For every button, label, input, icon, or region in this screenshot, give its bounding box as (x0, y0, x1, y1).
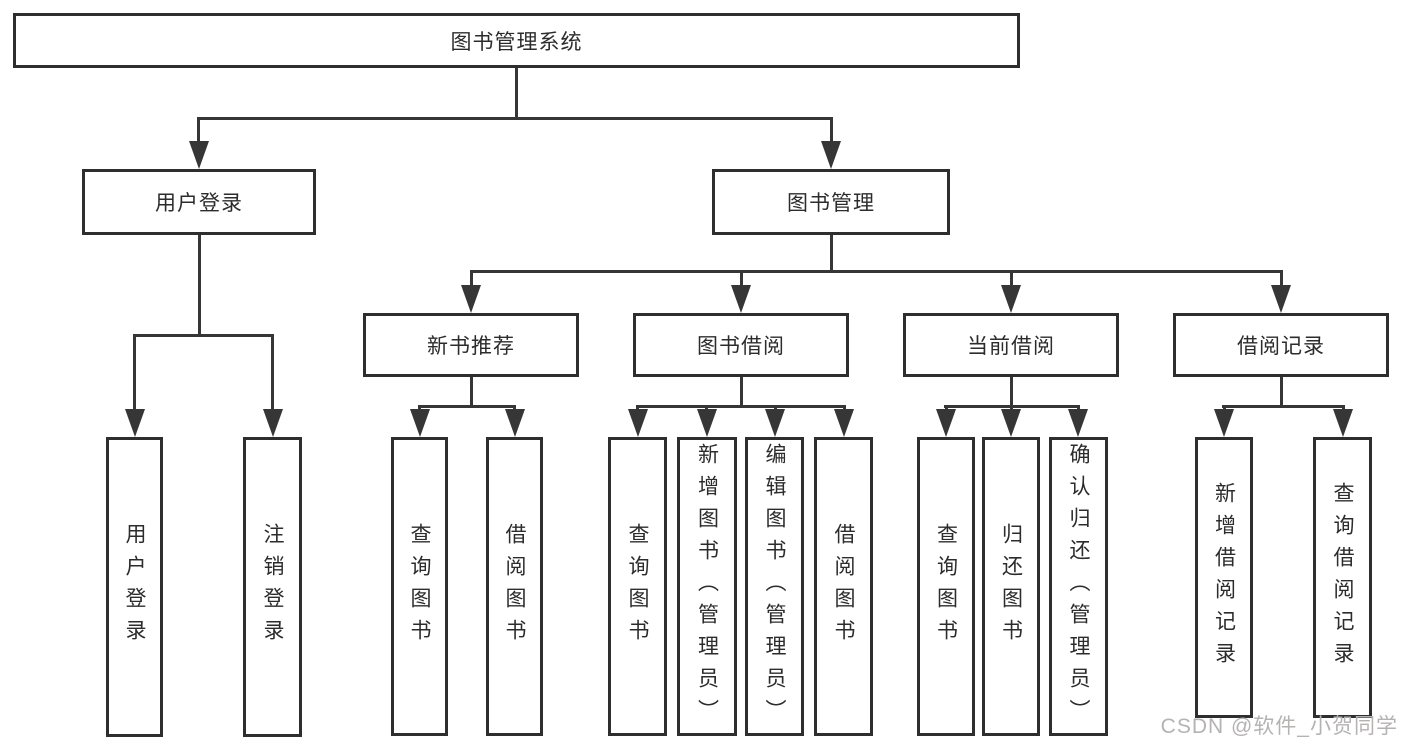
connector-hline (636, 405, 846, 408)
leaf-label: 查询图书 (934, 522, 958, 651)
arrow-down-icon (936, 409, 956, 437)
leaf-label: 借阅图书 (832, 522, 855, 651)
leaf-label: 用户登录 (123, 523, 146, 651)
arrow-down-icon (1271, 285, 1291, 313)
arrow-down-icon (628, 409, 648, 437)
arrow-down-icon (1333, 409, 1353, 437)
leaf-label: 确认归还（管理员） (1067, 442, 1090, 731)
connector-hline (133, 334, 274, 337)
leaf-label: 编辑图书（管理员） (763, 442, 786, 731)
connector-vline (133, 334, 136, 411)
connector-vline (1280, 270, 1283, 287)
connector-hline (470, 270, 1282, 273)
leaf-borrow-books: 借阅图书 (814, 437, 873, 736)
leaf-confirm-return-admin: 确认归还（管理员） (1049, 437, 1108, 736)
node-user-login: 用户登录 (82, 169, 316, 235)
leaf-borrow-books-recommend: 借阅图书 (486, 437, 543, 736)
node-new-book-recommend: 新书推荐 (363, 313, 579, 377)
node-label: 借阅记录 (1237, 335, 1325, 358)
connector-vline (1010, 270, 1013, 287)
arrow-down-icon (263, 409, 283, 437)
arrow-down-icon (1001, 285, 1021, 313)
node-current-borrowing: 当前借阅 (903, 313, 1119, 377)
connector-vline (1280, 377, 1283, 408)
arrow-down-icon (821, 141, 841, 169)
leaf-label: 归还图书 (999, 522, 1023, 651)
connector-vline (1010, 377, 1013, 408)
arrow-down-icon (505, 409, 525, 437)
arrow-down-icon (1068, 409, 1088, 437)
node-book-borrowing: 图书借阅 (633, 313, 849, 377)
leaf-add-books-admin: 新增图书（管理员） (677, 437, 737, 736)
connector-vline (271, 334, 274, 411)
node-label: 图书管理 (787, 192, 875, 215)
leaf-query-borrow-record: 查询借阅记录 (1313, 437, 1372, 718)
arrow-down-icon (697, 409, 717, 437)
leaf-label: 借阅图书 (503, 522, 526, 651)
node-book-management: 图书管理 (712, 169, 950, 235)
connector-hline (418, 405, 516, 408)
leaf-query-books-recommend: 查询图书 (391, 437, 448, 736)
leaf-label: 查询借阅记录 (1331, 481, 1354, 674)
connector-hline (1222, 405, 1344, 408)
leaf-label: 新增借阅记录 (1212, 481, 1236, 674)
arrow-down-icon (1001, 409, 1021, 437)
node-label: 图书管理系统 (450, 30, 583, 54)
leaf-user-login: 用户登录 (106, 437, 163, 737)
leaf-query-books-current: 查询图书 (917, 437, 975, 736)
leaf-label: 注销登录 (261, 523, 284, 651)
node-label: 新书推荐 (427, 335, 515, 358)
arrow-down-icon (125, 409, 145, 437)
arrow-down-icon (1214, 409, 1234, 437)
connector-vline (470, 270, 473, 287)
connector-vline (740, 377, 743, 408)
node-borrowing-records: 借阅记录 (1173, 313, 1389, 377)
arrow-down-icon (189, 141, 209, 169)
arrow-down-icon (834, 409, 854, 437)
arrow-down-icon (461, 285, 481, 313)
connector-vline (830, 235, 833, 273)
connector-hline (197, 117, 832, 120)
arrow-down-icon (731, 285, 751, 313)
connector-vline (740, 270, 743, 287)
node-label: 当前借阅 (967, 335, 1055, 358)
leaf-label: 查询图书 (626, 522, 649, 651)
leaf-label: 查询图书 (408, 522, 431, 651)
leaf-add-borrow-record: 新增借阅记录 (1195, 437, 1253, 718)
connector-vline (515, 68, 518, 119)
leaf-query-books-borrow: 查询图书 (608, 437, 667, 736)
node-label: 图书借阅 (697, 335, 785, 358)
node-book-management-system: 图书管理系统 (13, 13, 1020, 68)
connector-vline (470, 377, 473, 408)
connector-vline (197, 117, 200, 143)
connector-vline (830, 117, 833, 143)
leaf-logout: 注销登录 (243, 437, 302, 737)
node-label: 用户登录 (155, 192, 243, 215)
arrow-down-icon (410, 409, 430, 437)
leaf-edit-books-admin: 编辑图书（管理员） (745, 437, 804, 736)
arrow-down-icon (765, 409, 785, 437)
connector-vline (198, 235, 201, 337)
leaf-label: 新增图书（管理员） (695, 442, 719, 731)
csdn-watermark: CSDN @软件_小贺同学 (1160, 715, 1398, 738)
leaf-return-books: 归还图书 (982, 437, 1040, 736)
